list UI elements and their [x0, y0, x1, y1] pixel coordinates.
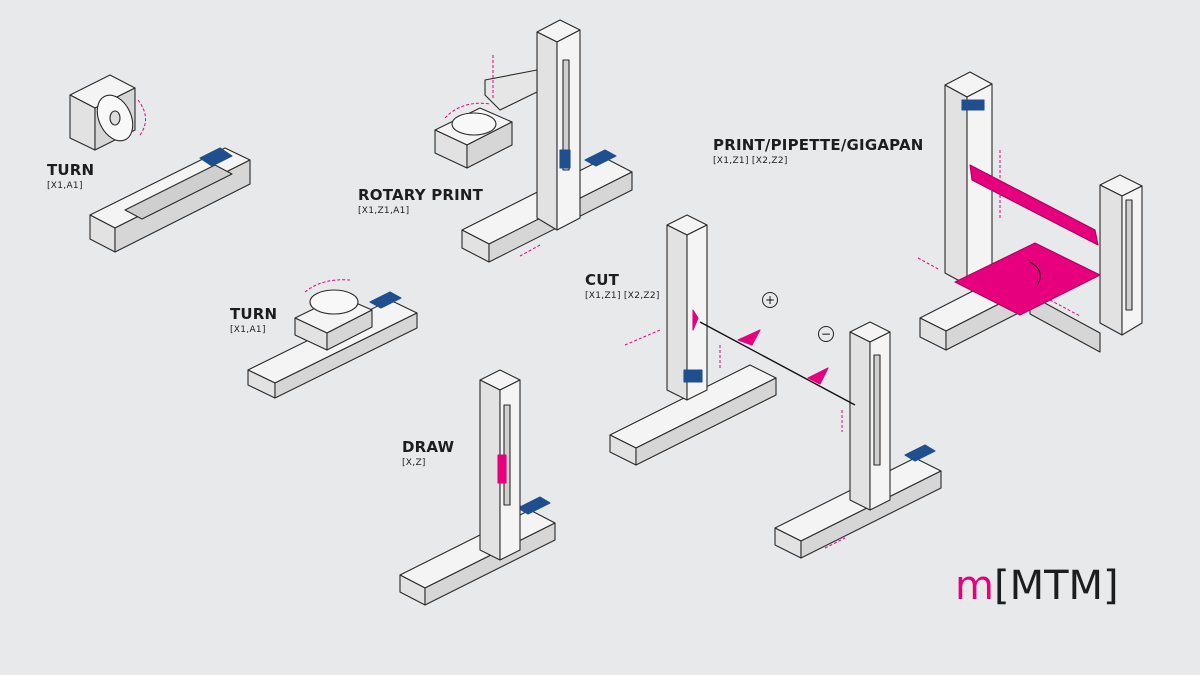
cut-label: CUT [X1,Z1] [X2,Z2]: [585, 273, 660, 301]
turn-mid-machine: [247, 289, 418, 399]
rotary-print-machine: [434, 19, 633, 263]
machine-axes: [X1,A1]: [230, 325, 266, 335]
plus-sign: +: [762, 292, 778, 308]
machine-axes: [X1,Z1] [X2,Z2]: [585, 291, 660, 301]
draw-label: DRAW [X,Z]: [402, 440, 454, 468]
print-pipette-machine: [919, 71, 1143, 353]
machine-axes: [X1,Z1] [X2,Z2]: [713, 156, 788, 166]
machine-title: PRINT/PIPETTE/GIGAPAN: [713, 136, 924, 154]
machine-axes: [X,Z]: [402, 458, 426, 468]
machine-title: TURN: [230, 305, 278, 323]
print-pipette-label: PRINT/PIPETTE/GIGAPAN [X1,Z1] [X2,Z2]: [713, 138, 924, 166]
draw-machine: [399, 369, 556, 606]
mtm-logo: m[MTM]: [955, 566, 1119, 606]
rotary-print-label: ROTARY PRINT [X1,Z1,A1]: [358, 188, 483, 216]
machine-title: CUT: [585, 271, 620, 289]
machine-title: ROTARY PRINT: [358, 186, 484, 204]
turn-mid-label: TURN [X1,A1]: [230, 307, 277, 335]
cut-machine: [609, 214, 942, 559]
logo-accent: m: [955, 563, 994, 609]
turn-top-label: TURN [X1,A1]: [47, 163, 94, 191]
machine-title: DRAW: [402, 438, 455, 456]
machine-axes: [X1,A1]: [47, 181, 83, 191]
machine-axes: [X1,Z1,A1]: [358, 206, 410, 216]
machine-title: TURN: [47, 161, 95, 179]
turn-top-machine: [69, 74, 251, 253]
logo-bracket: [MTM]: [993, 563, 1119, 609]
minus-sign: −: [818, 326, 834, 342]
